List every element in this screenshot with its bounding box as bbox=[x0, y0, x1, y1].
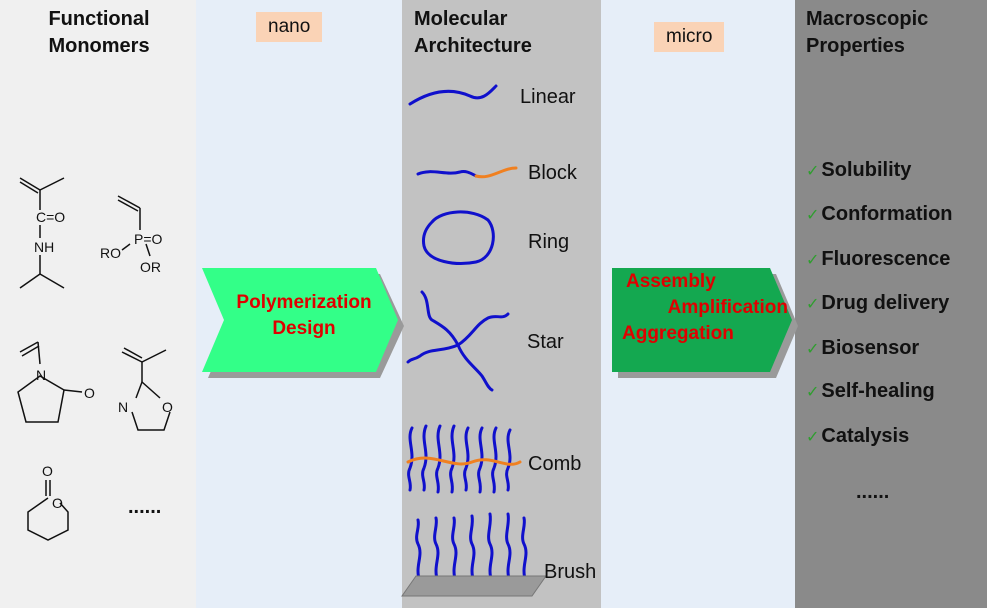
star-arm-2 bbox=[456, 312, 510, 347]
check-icon: ✓ bbox=[806, 296, 820, 313]
star-arm-3 bbox=[406, 343, 460, 364]
monomers-title: Functional Monomers bbox=[34, 6, 164, 60]
arch-label-linear: Linear bbox=[520, 86, 576, 108]
properties-title-line2: Properties bbox=[806, 35, 905, 57]
chem-c-o: C=O bbox=[36, 209, 65, 225]
properties-title-line1: Macroscopic bbox=[806, 8, 929, 30]
nano-tag: nano bbox=[256, 12, 323, 42]
property-fluorescence: ✓Fluorescence bbox=[806, 248, 951, 270]
monomers-title-line1: Functional bbox=[48, 8, 150, 30]
arrow1-line2: Design bbox=[272, 318, 336, 339]
star-arm-4 bbox=[456, 343, 494, 392]
arrow2-line1: Assembly bbox=[626, 271, 716, 292]
property-conformation: ✓Conformation bbox=[806, 203, 953, 225]
architecture-title-line1: Molecular bbox=[414, 8, 508, 30]
check-icon: ✓ bbox=[806, 384, 820, 401]
architecture-drawings bbox=[401, 84, 547, 597]
chem-o-lac-ring: O bbox=[52, 495, 63, 511]
architecture-title-line2: Architecture bbox=[414, 35, 532, 57]
arch-label-comb: Comb bbox=[528, 453, 582, 475]
chem-n-lactam: N bbox=[36, 367, 46, 383]
monomer-structures: C=O NH P=O RO OR N O N O O O bbox=[17, 177, 173, 541]
chem-o-lac-carbonyl: O bbox=[42, 463, 53, 479]
arch-label-brush: Brush bbox=[544, 561, 597, 583]
check-icon: ✓ bbox=[806, 207, 820, 224]
chem-or: OR bbox=[140, 259, 161, 275]
block-chain-b bbox=[474, 166, 518, 179]
micro-tag: micro bbox=[654, 22, 725, 52]
property-biosensor: ✓Biosensor bbox=[806, 337, 920, 359]
chem-o-lactam: O bbox=[84, 385, 95, 401]
ring-chain bbox=[422, 210, 495, 265]
properties-ellipsis: ...... bbox=[856, 481, 890, 503]
monomers-ellipsis: ...... bbox=[128, 496, 162, 518]
property-solubility: ✓Solubility bbox=[806, 159, 912, 181]
comb-teeth bbox=[407, 424, 512, 494]
assembly-arrow bbox=[612, 268, 798, 378]
monomers-column bbox=[0, 0, 196, 608]
property-self-healing: ✓Self-healing bbox=[806, 380, 935, 402]
arch-label-block: Block bbox=[528, 162, 577, 184]
polymerization-label: Polymerization Design bbox=[212, 290, 396, 342]
check-icon: ✓ bbox=[806, 252, 820, 269]
check-icon: ✓ bbox=[806, 341, 820, 358]
properties-column bbox=[795, 0, 987, 608]
arrow2-line3: Aggregation bbox=[622, 323, 734, 344]
check-icon: ✓ bbox=[806, 163, 820, 180]
chem-nh: NH bbox=[34, 239, 54, 255]
chem-p-o: P=O bbox=[134, 231, 163, 247]
monomers-title-line2: Monomers bbox=[48, 35, 150, 57]
property-catalysis: ✓Catalysis bbox=[806, 425, 910, 447]
architecture-column bbox=[402, 0, 601, 608]
properties-title: Macroscopic Properties bbox=[806, 6, 928, 60]
arch-label-star: Star bbox=[527, 331, 564, 353]
chem-o-ox: O bbox=[162, 399, 173, 415]
architecture-title: Molecular Architecture bbox=[414, 6, 532, 60]
chem-n-ox: N bbox=[118, 399, 128, 415]
check-icon: ✓ bbox=[806, 429, 820, 446]
comb-backbone bbox=[406, 456, 522, 466]
arrow2-line2: Amplification bbox=[667, 297, 788, 318]
block-chain-a bbox=[416, 170, 478, 178]
assembly-label: Assembly Amplification Aggregation bbox=[614, 269, 788, 347]
linear-chain bbox=[408, 84, 498, 106]
brush-chains bbox=[415, 512, 528, 584]
star-arm-1 bbox=[420, 290, 460, 347]
arch-label-ring: Ring bbox=[528, 231, 570, 253]
chem-ro: RO bbox=[100, 245, 121, 261]
polymerization-arrow bbox=[202, 268, 404, 378]
property-drug-delivery: ✓Drug delivery bbox=[806, 292, 950, 314]
brush-surface bbox=[401, 575, 547, 597]
arrow1-line1: Polymerization bbox=[236, 292, 372, 313]
